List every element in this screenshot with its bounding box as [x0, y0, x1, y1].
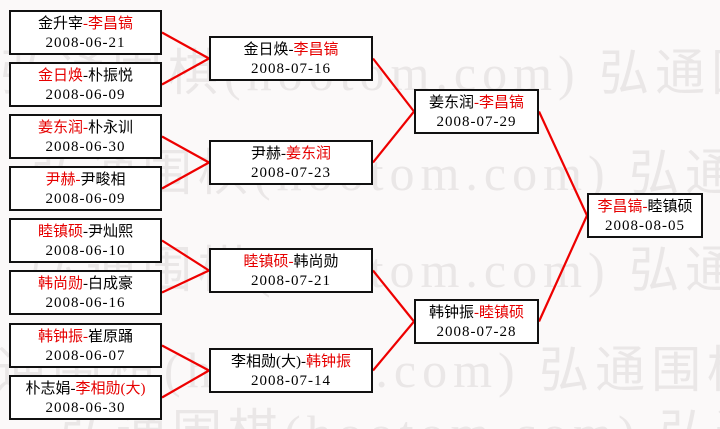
match-date: 2008-07-28: [436, 324, 517, 340]
connector-line: [161, 344, 210, 372]
match-box: 金升宰-李昌镐 2008-06-21: [9, 10, 162, 55]
match-players: 金升宰-李昌镐: [37, 16, 134, 32]
match-date: 2008-06-09: [45, 191, 126, 207]
match-players: 朴志娟-李相勋(大): [25, 381, 146, 397]
match-box: 尹赫-姜东润 2008-07-23: [209, 140, 373, 185]
match-date: 2008-06-30: [45, 400, 126, 416]
match-box: 朴志娟-李相勋(大) 2008-06-30: [9, 375, 162, 420]
connector-line: [372, 269, 415, 323]
match-date: 2008-06-07: [45, 348, 126, 364]
match-box: 睦镇硕-尹灿熙 2008-06-10: [9, 218, 162, 263]
match-box: 韩钟振-睦镇硕 2008-07-28: [414, 299, 539, 344]
match-box: 金日焕-朴振悦 2008-06-09: [9, 62, 162, 107]
match-players: 姜东润-李昌镐: [428, 95, 525, 111]
connector-line: [372, 57, 415, 113]
match-box: 李昌镐-睦镇硕 2008-08-05: [587, 193, 703, 238]
match-players: 金日焕-朴振悦: [37, 68, 134, 84]
match-box: 金日焕-李昌镐 2008-07-16: [209, 36, 373, 81]
match-date: 2008-06-30: [45, 139, 126, 155]
match-box: 韩尚勋-白成豪 2008-06-16: [9, 270, 162, 315]
match-players: 尹赫-姜东润: [250, 146, 332, 162]
connector-line: [161, 31, 210, 60]
connector-line: [537, 215, 589, 322]
match-players: 金日焕-李昌镐: [243, 42, 339, 58]
connector-line: [161, 135, 210, 164]
match-players: 韩尚勋-白成豪: [37, 276, 134, 292]
match-players: 李相勋(大)-韩钟振: [230, 354, 351, 370]
match-players: 韩钟振-崔原踊: [37, 329, 134, 345]
match-players: 姜东润-朴永训: [37, 120, 134, 136]
match-date: 2008-06-16: [45, 295, 126, 311]
match-date: 2008-08-05: [605, 218, 685, 234]
match-players: 李昌镐-睦镇硕: [597, 199, 693, 215]
match-players: 睦镇硕-韩尚勋: [243, 254, 339, 270]
match-box: 韩钟振-崔原踊 2008-06-07: [9, 323, 162, 368]
match-players: 韩钟振-睦镇硕: [428, 305, 525, 321]
connector-line: [372, 110, 415, 164]
match-box: 姜东润-朴永训 2008-06-30: [9, 114, 162, 159]
match-date: 2008-07-14: [251, 373, 331, 389]
match-date: 2008-07-16: [251, 61, 331, 77]
match-date: 2008-06-21: [45, 35, 126, 51]
match-date: 2008-06-10: [45, 243, 126, 259]
match-date: 2008-06-09: [45, 87, 126, 103]
match-box: 睦镇硕-韩尚勋 2008-07-21: [209, 248, 373, 293]
match-box: 姜东润-李昌镐 2008-07-29: [414, 89, 539, 134]
match-box: 李相勋(大)-韩钟振 2008-07-14: [209, 348, 373, 393]
connector-line: [538, 111, 588, 216]
connector-line: [372, 320, 415, 372]
connector-line: [161, 269, 210, 294]
match-players: 尹赫-尹畯相: [45, 172, 126, 188]
match-date: 2008-07-21: [251, 273, 331, 289]
match-box: 尹赫-尹畯相 2008-06-09: [9, 166, 162, 211]
connector-line: [161, 57, 210, 86]
match-date: 2008-07-29: [436, 114, 517, 130]
watermark-text: 弘通围棋(hootom.com) 弘通围棋(hootom.com): [60, 393, 720, 429]
connector-line: [161, 369, 210, 399]
connector-line: [161, 239, 210, 272]
match-date: 2008-07-23: [251, 165, 331, 181]
match-players: 睦镇硕-尹灿熙: [37, 224, 134, 240]
connector-line: [161, 161, 210, 190]
